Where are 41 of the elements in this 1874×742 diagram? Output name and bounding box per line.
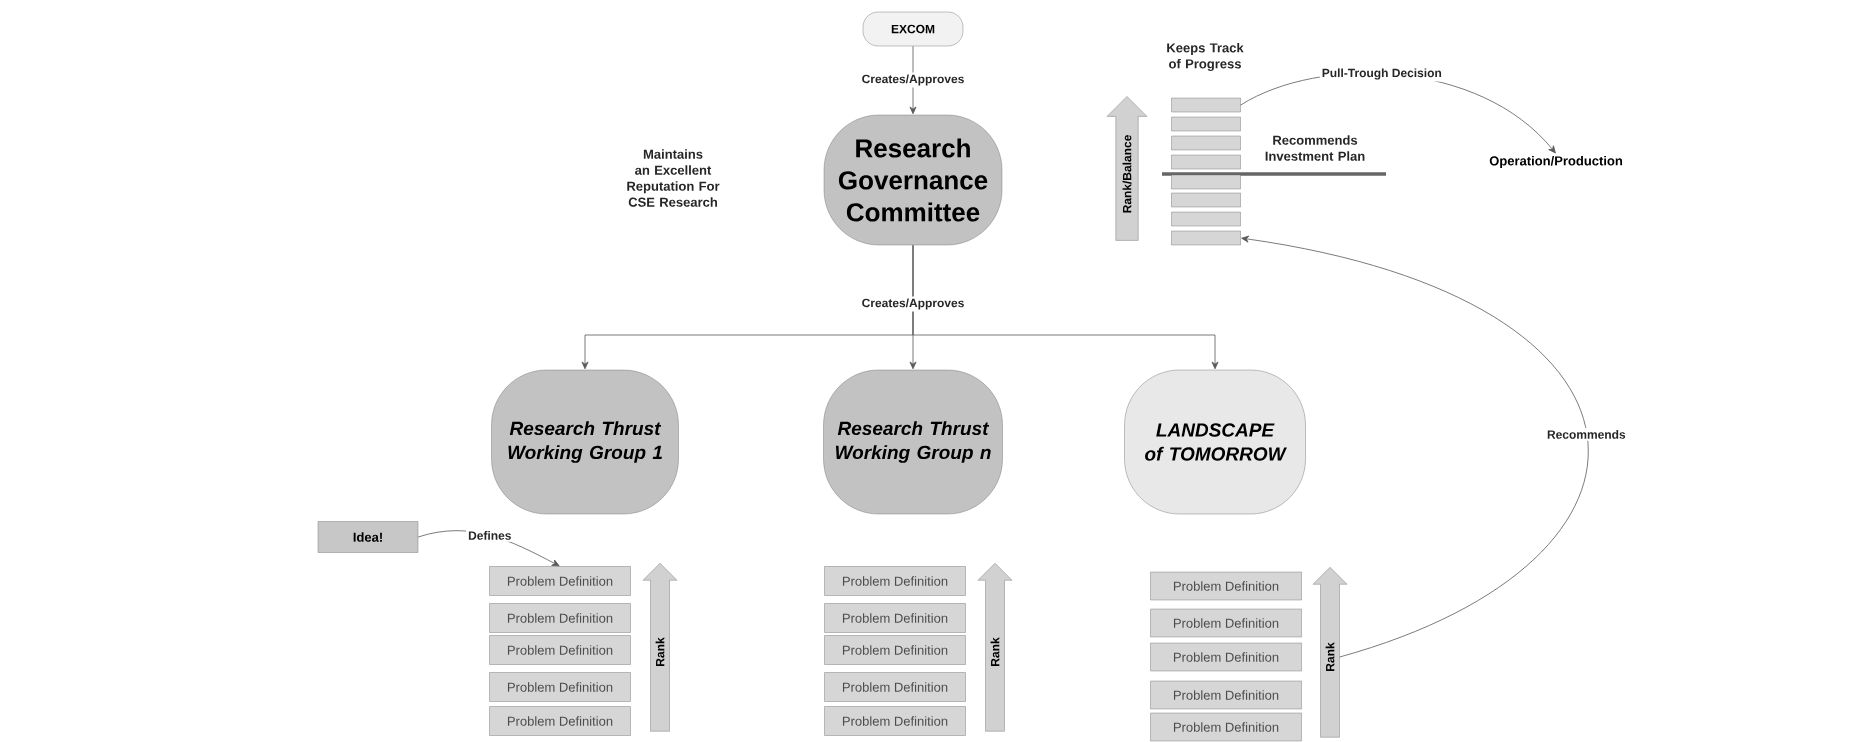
progress-bar xyxy=(1171,135,1241,151)
progress-bar xyxy=(1171,174,1241,190)
progress-bar xyxy=(1171,230,1241,246)
problem-box: Problem Definition xyxy=(489,603,631,633)
problem-box: Problem Definition xyxy=(824,672,966,702)
start-terminal: EXCOM xyxy=(862,11,964,47)
group-box: Research Thrust Working Group n xyxy=(823,369,1003,515)
arrow xyxy=(909,45,917,115)
problem-box: Problem Definition xyxy=(489,566,631,596)
group-box: LANDSCAPE of TOMORROW xyxy=(1124,369,1306,515)
edge-label: Recommends xyxy=(1544,428,1628,441)
outcome-text: Operation/Production xyxy=(1489,155,1623,169)
edge-label: Creates/Approves xyxy=(859,72,967,88)
problem-box: Problem Definition xyxy=(489,706,631,736)
annotation-text: Maintains an Excellent Reputation For CSE Research xyxy=(627,149,720,207)
problem-box: Problem Definition xyxy=(1150,571,1302,601)
edge-label: Defines xyxy=(466,529,514,542)
problem-box: Problem Definition xyxy=(489,635,631,665)
problem-box: Problem Definition xyxy=(824,706,966,736)
committee-box: Research Governance Committee xyxy=(823,114,1003,246)
edge-label: Creates/Approves xyxy=(859,296,967,312)
group-box: Research Thrust Working Group 1 xyxy=(491,369,679,515)
progress-bar xyxy=(1171,97,1241,113)
problem-box: Problem Definition xyxy=(1150,712,1302,742)
progress-bar xyxy=(1171,192,1241,208)
idea-box: Idea! xyxy=(317,521,419,553)
annotation-text: Keeps Track of Progress xyxy=(1167,42,1244,72)
problem-box: Problem Definition xyxy=(1150,680,1302,710)
arrow xyxy=(912,244,1219,370)
progress-bar xyxy=(1171,211,1241,227)
edge-label: Pull-Trough Decision xyxy=(1319,66,1444,82)
annotation-text: Recommends Investment Plan xyxy=(1265,135,1365,161)
problem-box: Problem Definition xyxy=(489,672,631,702)
problem-box: Problem Definition xyxy=(1150,608,1302,638)
problem-box: Problem Definition xyxy=(824,566,966,596)
problem-box: Problem Definition xyxy=(824,635,966,665)
arrow xyxy=(1241,235,1588,658)
problem-box: Problem Definition xyxy=(1150,642,1302,672)
problem-box: Problem Definition xyxy=(824,603,966,633)
progress-bar xyxy=(1171,116,1241,132)
progress-bar xyxy=(1171,154,1241,170)
